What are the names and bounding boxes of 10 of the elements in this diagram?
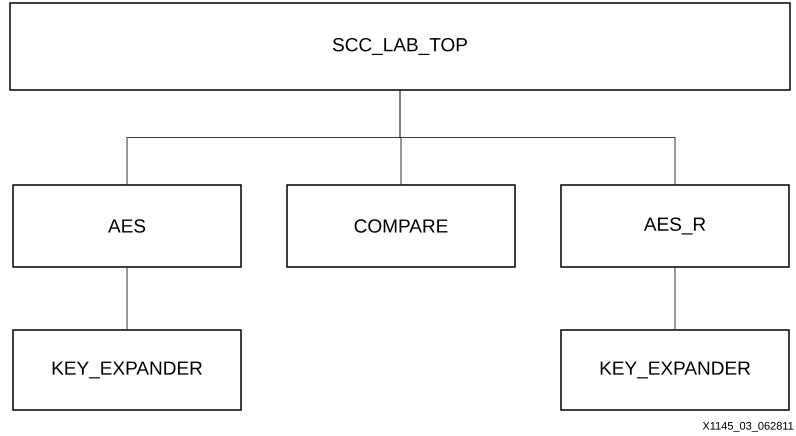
module-box: AES bbox=[12, 184, 242, 268]
module-box: SCC_LAB_TOP bbox=[9, 2, 791, 91]
connector-line bbox=[674, 267, 676, 330]
module-box: AES_R bbox=[560, 184, 790, 268]
module-box: KEY_EXPANDER bbox=[560, 329, 790, 411]
connector-line bbox=[126, 267, 128, 330]
module-box: COMPARE bbox=[286, 184, 516, 268]
connector-line bbox=[400, 90, 676, 185]
figure-id: X1145_03_062811 bbox=[702, 422, 794, 432]
module-box: KEY_EXPANDER bbox=[12, 329, 242, 411]
